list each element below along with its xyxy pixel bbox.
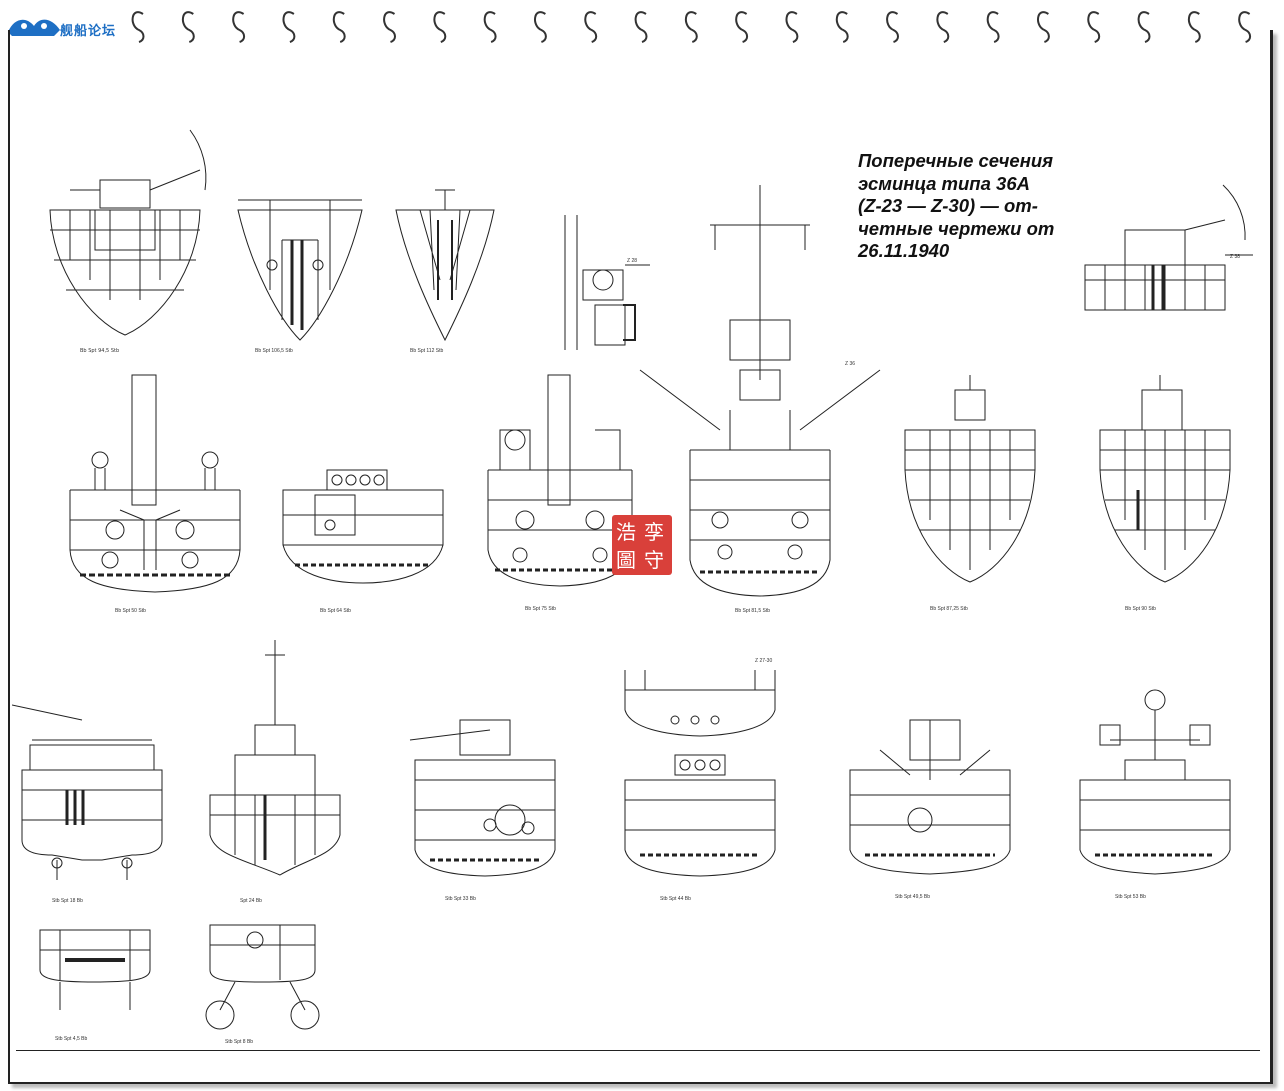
section-drawing-s16: Stb Spt 49,5 Bb — [849, 719, 1011, 900]
forum-logo: 舰船论坛 — [4, 8, 134, 48]
section-drawing-s4: Z 28 — [564, 215, 650, 350]
caption-s20: Z 27-30 — [755, 658, 772, 664]
section-drawing-s6: Bb Spt 50 Stb — [69, 374, 241, 614]
title-line-4: четные чертежи от — [858, 217, 1055, 239]
caption-s12: Stb Spt 18 Bb — [52, 898, 83, 904]
caption-s19: Stb Spt 8 Bb — [225, 1039, 253, 1045]
caption-s10: Bb Spt 87,25 Stb — [930, 606, 968, 612]
binding-ring — [1037, 11, 1050, 43]
binding-ring — [785, 11, 799, 43]
section-drawing-s15: Stb Spt 44 Bb Z 27-30 — [624, 658, 776, 902]
title-line-2: эсминца типа 36А — [858, 172, 1030, 194]
stamp-char-1: 浩 — [616, 521, 636, 544]
caption-s7: Bb Spt 64 Stb — [320, 608, 351, 614]
binding-ring — [634, 11, 648, 43]
binding-ring — [584, 11, 598, 43]
section-drawing-s7: Bb Spt 64 Stb — [282, 469, 444, 614]
binding-ring — [835, 11, 849, 43]
caption-s6: Bb Spt 50 Stb — [115, 608, 146, 614]
binding-rings — [131, 11, 1252, 43]
binding-ring — [282, 11, 296, 43]
caption-s1: Bb Spt 94,5 Stb — [80, 348, 119, 354]
section-drawing-s19: Stb Spt 8 Bb — [205, 924, 320, 1045]
section-drawing-s8: Bb Spt 75 Stb — [487, 374, 633, 612]
section-drawing-s13: Spt 24 Bb — [209, 640, 341, 904]
caption-s5: Z 38 — [1230, 254, 1240, 260]
binding-ring — [483, 11, 497, 43]
section-drawing-s5: Z 38 — [1084, 184, 1253, 311]
binding-ring — [1188, 11, 1201, 43]
caption-s9: Bb Spt 81,5 Stb — [735, 608, 770, 614]
binding-ring — [886, 11, 899, 43]
binding-ring — [1137, 11, 1151, 43]
binding-ring — [383, 11, 396, 43]
logo-mark-icon — [8, 19, 60, 36]
section-drawing-s10: Bb Spt 87,25 Stb — [904, 375, 1036, 612]
caption-s13: Spt 24 Bb — [240, 898, 262, 904]
binding-ring — [986, 11, 1000, 43]
section-drawing-s18: Stb Spt 4,5 Bb — [39, 929, 151, 1042]
caption-s4: Z 28 — [627, 258, 637, 264]
page-frame — [8, 30, 1273, 1084]
section-drawing-s17: Stb Spt 53 Bb — [1079, 689, 1231, 900]
caption-s3: Bb Spt 112 Stb — [410, 348, 443, 354]
bottom-rule — [16, 1050, 1260, 1051]
binding-ring — [534, 11, 547, 43]
binding-ring — [131, 11, 145, 43]
binding-ring — [232, 11, 246, 43]
caption-s11: Bb Spt 90 Stb — [1125, 606, 1156, 612]
title-line-1: Поперечные сечения — [858, 150, 1054, 171]
red-seal-stamp: 浩 孪 圖 守 — [612, 515, 672, 575]
title-line-3: (Z-23 — Z-30) — от- — [858, 195, 1038, 216]
caption-s17: Stb Spt 53 Bb — [1115, 894, 1146, 900]
binding-ring — [685, 11, 698, 43]
section-drawing-s14: Stb Spt 33 Bb — [409, 719, 556, 902]
caption-s8: Bb Spt 75 Stb — [525, 606, 556, 612]
section-drawing-s9: Bb Spt 81,5 Stb Z 36 — [639, 185, 881, 614]
caption-s16: Stb Spt 49,5 Bb — [895, 894, 930, 900]
section-drawing-s1: Bb Spt 94,5 Stb — [49, 129, 207, 354]
caption-s2: Bb Spt 106,5 Stb — [255, 348, 293, 354]
binding-ring — [433, 11, 447, 43]
caption-s21: Z 36 — [845, 361, 855, 367]
title-line-5: 26.11.1940 — [858, 240, 950, 261]
stamp-char-2: 孪 — [644, 521, 664, 544]
caption-s15: Stb Spt 44 Bb — [660, 896, 691, 902]
sheet-title: Поперечные сечения эсминца типа 36А (Z-2… — [858, 150, 1078, 263]
section-drawing-s12: Stb Spt 18 Bb — [12, 704, 163, 904]
caption-s18: Stb Spt 4,5 Bb — [55, 1036, 87, 1042]
section-drawing-s3: Bb Spt 112 Stb — [395, 189, 495, 354]
section-drawing-s2: Bb Spt 106,5 Stb — [237, 199, 363, 354]
binding-ring — [1238, 11, 1252, 43]
section-drawing-s11: Bb Spt 90 Stb — [1099, 375, 1231, 612]
binding-ring — [735, 11, 749, 43]
binding-ring — [936, 11, 950, 43]
binding-ring — [1087, 11, 1101, 43]
binding-ring — [182, 11, 195, 43]
caption-s14: Stb Spt 33 Bb — [445, 896, 476, 902]
logo-text: 舰船论坛 — [60, 24, 117, 39]
stamp-char-4: 守 — [644, 549, 664, 572]
stamp-char-3: 圖 — [616, 550, 636, 572]
binding-ring — [332, 11, 346, 43]
